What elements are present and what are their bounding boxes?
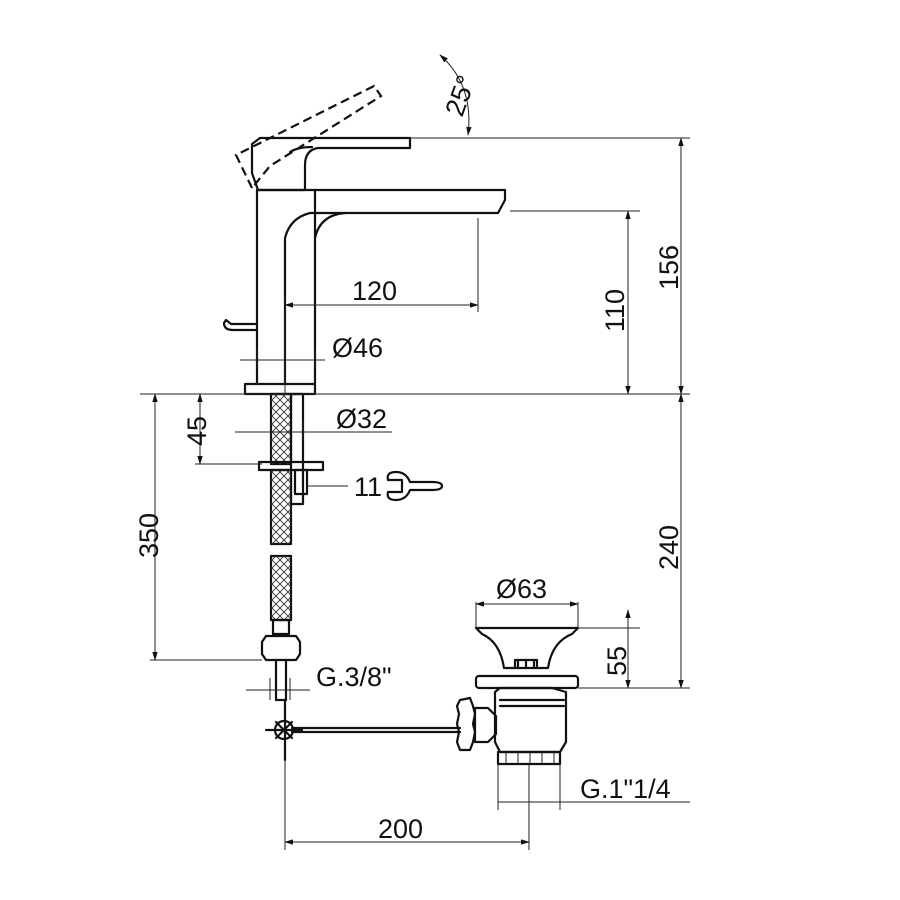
faucet-body — [222, 84, 507, 396]
label-wrench-size: 11 — [354, 472, 382, 502]
label-shank-length: 45 — [182, 416, 212, 446]
label-deck-to-waste: 240 — [654, 525, 684, 570]
shank-assembly — [257, 392, 462, 762]
label-spout-height: 110 — [600, 289, 630, 332]
dimension-lines — [140, 54, 690, 850]
popup-lever — [222, 318, 259, 332]
waste-plug — [474, 626, 580, 670]
waste-assembly — [455, 626, 580, 766]
label-waste-height: 55 — [602, 646, 632, 676]
dimension-labels: 25° 120 110 156 Ø46 45 Ø32 11 350 G.3/8"… — [134, 71, 684, 844]
label-total-height: 156 — [654, 245, 684, 290]
label-hose-length: 350 — [134, 513, 164, 558]
waste-flange — [474, 674, 580, 690]
spout — [255, 188, 507, 386]
lever-handle-tilted — [234, 84, 383, 191]
label-body-diameter: Ø46 — [332, 333, 383, 363]
label-hose-connection: G.3/8" — [316, 662, 392, 692]
label-waste-thread: G.1"1/4 — [580, 774, 671, 804]
label-shank-diameter: Ø32 — [336, 404, 387, 434]
waste-knob — [455, 696, 477, 752]
hose-fitting — [260, 618, 302, 702]
label-lever-angle: 25° — [439, 71, 481, 120]
label-rod-length: 200 — [378, 814, 423, 844]
wrench-icon — [386, 470, 444, 502]
threaded-rod — [289, 392, 305, 506]
label-waste-diameter: Ø63 — [496, 574, 547, 604]
lever-handle — [250, 136, 412, 192]
waste-thread — [496, 750, 562, 766]
label-spout-reach: 120 — [352, 276, 397, 306]
waste-body — [493, 686, 568, 754]
base-flange — [243, 382, 317, 396]
